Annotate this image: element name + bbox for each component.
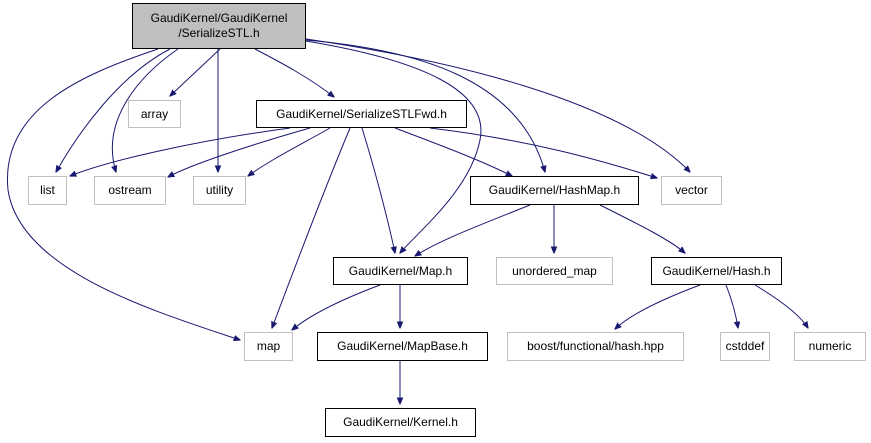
node-label: ostream [108, 183, 152, 197]
edge-root-to-hashmap [305, 39, 545, 172]
node-label: GaudiKernel/MapBase.h [337, 339, 468, 353]
edge-hash-to-numeric [754, 284, 808, 328]
edge-root-to-array [170, 48, 221, 96]
edge-fwd-to-maph [361, 127, 395, 253]
node-array[interactable]: array [128, 100, 181, 128]
node-label: GaudiKernel/Map.h [348, 263, 453, 278]
node-label: utility [205, 183, 234, 197]
node-label-line1: GaudiKernel/GaudiKernel [150, 11, 288, 25]
edge-fwd-to-vector [429, 127, 657, 178]
node-hashmap-h[interactable]: GaudiKernel/HashMap.h [470, 176, 639, 205]
edge-root-to-fwd [254, 48, 334, 97]
edge-hash-to-boosthash [615, 284, 701, 329]
edge-hashmap-to-hash [599, 204, 685, 253]
node-label: vector [675, 183, 708, 197]
node-map[interactable]: map [244, 332, 293, 361]
node-vector[interactable]: vector [661, 176, 722, 205]
node-label: numeric [808, 339, 852, 353]
edge-fwd-to-utility [248, 127, 331, 176]
edge-root-to-ostream [112, 48, 179, 172]
edge-hashmap-to-maph [415, 204, 531, 256]
node-label: boost/functional/hash.hpp [527, 339, 664, 353]
edge-maph-to-map [292, 284, 381, 330]
node-serializestlfwd-h[interactable]: GaudiKernel/SerializeSTLFwd.h [256, 100, 467, 128]
node-hash-h[interactable]: GaudiKernel/Hash.h [651, 257, 782, 285]
node-label: GaudiKernel/SerializeSTLFwd.h [276, 106, 447, 121]
node-serializestl-h[interactable]: GaudiKernel/GaudiKernel /SerializeSTL.h [132, 3, 306, 49]
edge-fwd-to-ostream [168, 127, 311, 177]
node-label: array [140, 106, 169, 121]
edge-hash-to-cstddef [725, 284, 738, 328]
node-label: GaudiKernel/Hash.h [662, 263, 771, 278]
edge-root-to-vector [305, 38, 690, 172]
node-unordered-map[interactable]: unordered_map [496, 257, 613, 285]
edge-fwd-to-map [272, 127, 351, 328]
node-list[interactable]: list [28, 176, 67, 205]
node-numeric[interactable]: numeric [794, 332, 866, 361]
node-boost-functional-hash-hpp[interactable]: boost/functional/hash.hpp [507, 332, 684, 361]
node-cstddef[interactable]: cstddef [720, 332, 770, 361]
node-label: GaudiKernel/HashMap.h [488, 183, 621, 197]
node-label: cstddef [725, 339, 765, 353]
node-label-line2: /SerializeSTL.h [178, 26, 260, 40]
node-label: GaudiKernel/Kernel.h [343, 415, 458, 429]
node-label: map [256, 339, 281, 353]
node-mapbase-h[interactable]: GaudiKernel/MapBase.h [317, 332, 488, 361]
edge-fwd-to-hashmap [394, 127, 512, 176]
node-map-h[interactable]: GaudiKernel/Map.h [333, 257, 468, 285]
edge-fwd-to-list [70, 127, 291, 176]
edge-root-to-list [56, 48, 171, 172]
node-utility[interactable]: utility [193, 176, 246, 205]
node-ostream[interactable]: ostream [94, 176, 166, 205]
node-label: unordered_map [512, 263, 597, 278]
node-label: list [40, 183, 55, 197]
edge-root-to-map [7, 48, 240, 340]
node-kernel-h[interactable]: GaudiKernel/Kernel.h [325, 408, 476, 437]
